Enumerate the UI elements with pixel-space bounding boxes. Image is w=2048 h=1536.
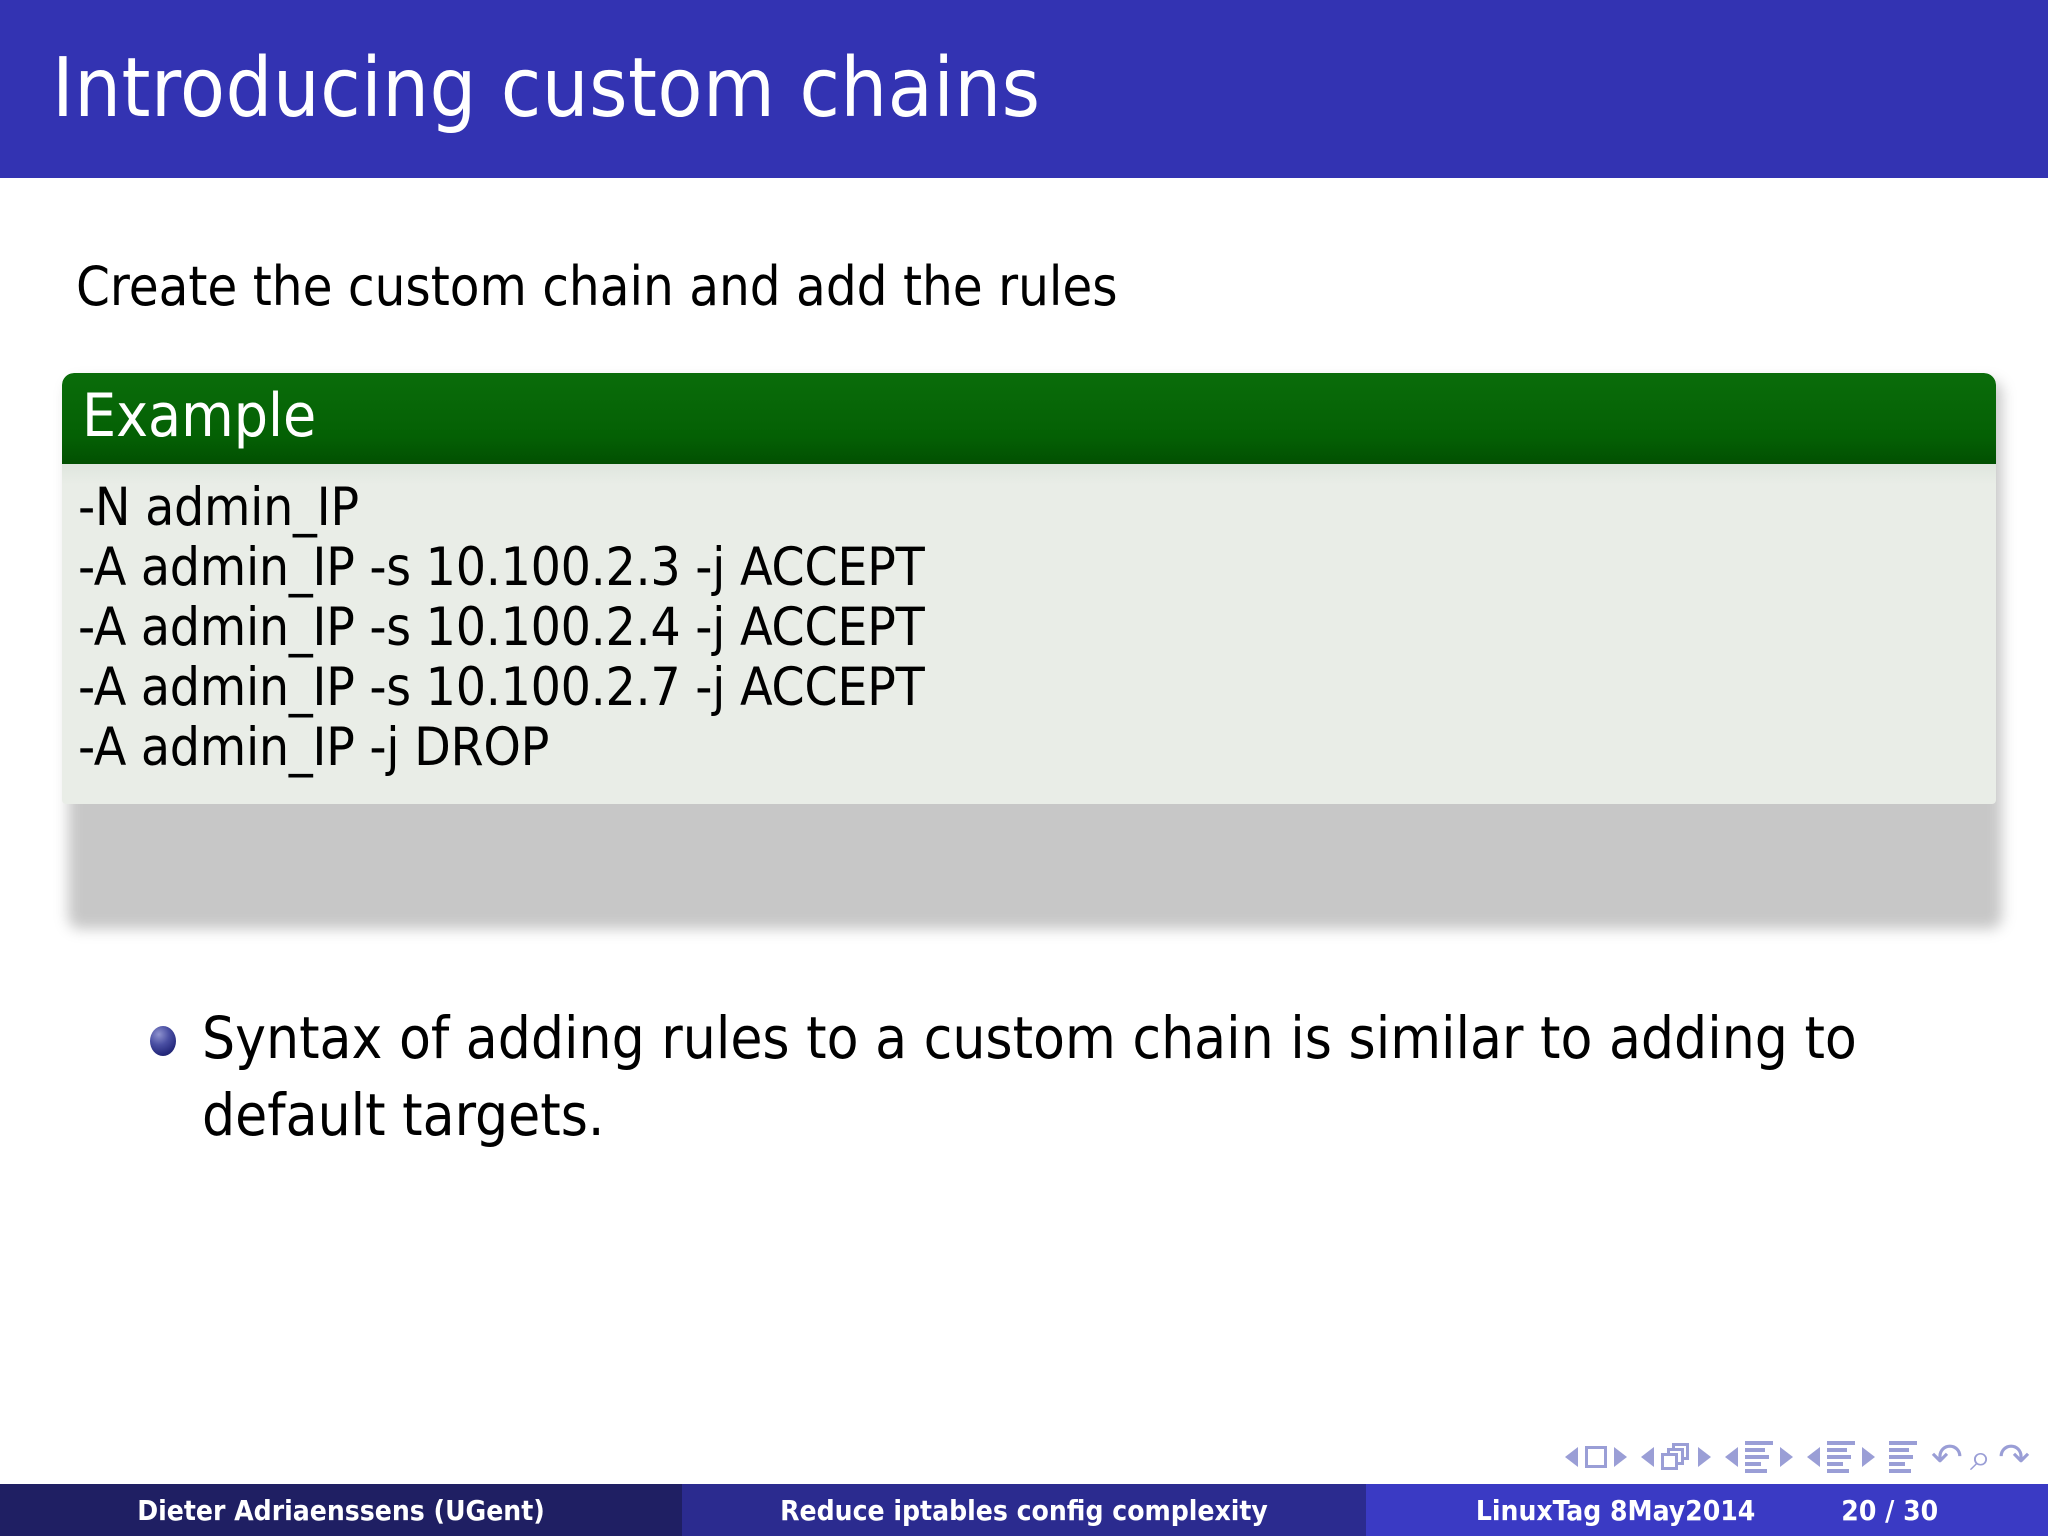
next-slide-icon[interactable] — [1614, 1447, 1628, 1467]
prev-section-icon[interactable] — [1807, 1447, 1821, 1467]
code-line: -A admin_IP -s 10.100.2.3 -j ACCEPT — [78, 537, 925, 599]
history-navigation-group: ↶ ⌕ ↷ — [1931, 1438, 2030, 1476]
code-line: -A admin_IP -j DROP — [78, 716, 550, 778]
navigation-symbols: ↶ ⌕ ↷ — [1565, 1438, 2030, 1476]
bullet-marker-icon — [150, 1026, 176, 1056]
search-icon[interactable]: ⌕ — [1969, 1435, 1992, 1479]
footer-author: Dieter Adriaenssens (UGent) — [0, 1484, 682, 1536]
prev-subsection-icon[interactable] — [1725, 1447, 1739, 1467]
subsection-icon[interactable] — [1745, 1441, 1774, 1473]
document-icon[interactable] — [1889, 1441, 1918, 1473]
list-item: Syntax of adding rules to a custom chain… — [150, 1000, 1910, 1153]
next-section-icon[interactable] — [1862, 1447, 1876, 1467]
slide-title: Introducing custom chains — [52, 41, 1041, 136]
prev-slide-icon[interactable] — [1565, 1447, 1579, 1467]
subsection-navigation-group — [1725, 1441, 1794, 1473]
example-block-header: Example — [62, 373, 1996, 465]
prev-frame-icon[interactable] — [1641, 1447, 1655, 1467]
frame-navigation-group — [1641, 1443, 1712, 1471]
slide-title-bar: Introducing custom chains — [0, 0, 2048, 178]
block-inner: Example -N admin_IP -A admin_IP -s 10.10… — [62, 373, 1996, 804]
code-line: -A admin_IP -s 10.100.2.4 -j ACCEPT — [78, 596, 925, 658]
footer-page-number: 20 / 30 — [1841, 1493, 1939, 1527]
next-subsection-icon[interactable] — [1780, 1447, 1794, 1467]
next-frame-icon[interactable] — [1698, 1447, 1712, 1467]
back-icon[interactable]: ↶ — [1931, 1435, 1963, 1479]
slide-icon[interactable] — [1585, 1446, 1608, 1468]
section-icon[interactable] — [1827, 1441, 1856, 1473]
code-line: -N admin_IP — [78, 477, 359, 539]
bullet-list: Syntax of adding rules to a custom chain… — [150, 1000, 1910, 1153]
footer-presentation-title: Reduce iptables config complexity — [682, 1484, 1366, 1536]
example-block: Example -N admin_IP -A admin_IP -s 10.10… — [62, 373, 2002, 929]
document-navigation-group — [1889, 1441, 1918, 1473]
footer-event: LinuxTag 8May2014 — [1475, 1493, 1756, 1527]
code-line: -A admin_IP -s 10.100.2.7 -j ACCEPT — [78, 656, 925, 718]
frame-icon[interactable] — [1661, 1443, 1691, 1471]
slide-navigation-group — [1565, 1446, 1628, 1468]
footer-event-and-page: LinuxTag 8May2014 20 / 30 — [1366, 1484, 2048, 1536]
section-navigation-group — [1807, 1441, 1876, 1473]
intro-text: Create the custom chain and add the rule… — [76, 255, 1118, 318]
forward-icon[interactable]: ↷ — [1998, 1435, 2030, 1479]
bullet-text: Syntax of adding rules to a custom chain… — [202, 1004, 1857, 1149]
example-block-body: -N admin_IP -A admin_IP -s 10.100.2.3 -j… — [62, 464, 1996, 804]
slide-footer: Dieter Adriaenssens (UGent) Reduce iptab… — [0, 1484, 2048, 1536]
